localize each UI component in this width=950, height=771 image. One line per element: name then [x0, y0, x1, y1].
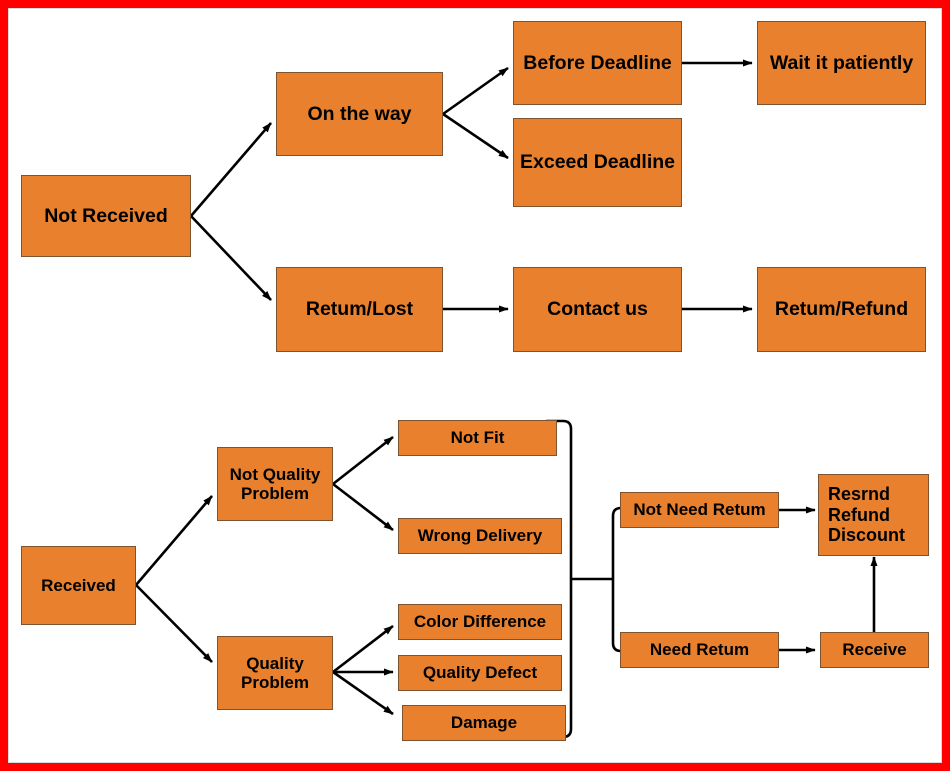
node-resend-line3: Discount: [828, 525, 906, 546]
node-damage[interactable]: Damage: [402, 705, 566, 741]
node-quality-problem-label: Quality Problem: [218, 654, 332, 693]
node-receive[interactable]: Receive: [820, 632, 929, 668]
node-return-lost[interactable]: Retum/Lost: [276, 267, 443, 352]
node-need-return-label: Need Retum: [649, 640, 750, 660]
node-quality-problem[interactable]: Quality Problem: [217, 636, 333, 710]
node-on-the-way-label: On the way: [307, 102, 412, 125]
edge-not-received-to-on-the-way: [190, 122, 272, 217]
node-resend-refund-discount-label: Resrnd Refund Discount: [828, 484, 928, 546]
node-not-received-label: Not Received: [44, 204, 168, 227]
edge-on-the-way-to-exceed-deadline: [442, 112, 509, 160]
node-resend-line1: Resrnd: [828, 484, 891, 505]
node-need-return[interactable]: Need Retum: [620, 632, 779, 668]
node-not-need-return[interactable]: Not Need Retum: [620, 492, 779, 528]
node-contact-us-label: Contact us: [547, 298, 648, 321]
node-not-quality-problem-line1: Not Quality: [229, 464, 321, 484]
node-quality-defect[interactable]: Quality Defect: [398, 655, 562, 691]
node-not-received[interactable]: Not Received: [21, 175, 191, 257]
node-exceed-deadline-label: Exceed Deadline: [520, 151, 675, 174]
node-exceed-deadline[interactable]: Exceed Deadline: [513, 118, 682, 207]
node-received-label: Received: [41, 575, 116, 595]
node-quality-problem-line1: Quality: [246, 653, 304, 673]
node-return-refund-label: Retum/Refund: [774, 298, 909, 321]
edge-not-received-to-return-lost: [190, 215, 272, 301]
node-wrong-delivery[interactable]: Wrong Delivery: [398, 518, 562, 554]
node-not-need-return-label: Not Need Retum: [633, 500, 766, 520]
node-not-quality-problem-line2: Problem: [240, 484, 310, 503]
node-wait-it-patiently-label: Wait it patiently: [769, 51, 914, 74]
node-not-quality-problem[interactable]: Not Quality Problem: [217, 447, 333, 521]
node-before-deadline-label: Before Deadline: [523, 51, 672, 74]
node-quality-defect-label: Quality Defect: [422, 663, 538, 683]
node-received[interactable]: Received: [21, 546, 136, 625]
node-contact-us[interactable]: Contact us: [513, 267, 682, 352]
node-before-deadline[interactable]: Before Deadline: [513, 21, 682, 105]
node-on-the-way[interactable]: On the way: [276, 72, 443, 156]
node-damage-label: Damage: [450, 713, 518, 733]
node-not-fit[interactable]: Not Fit: [398, 420, 557, 456]
node-receive-label: Receive: [842, 640, 907, 660]
edge-received-to-quality-problem: [135, 584, 213, 663]
node-resend-line2: Refund: [828, 504, 890, 525]
node-return-refund[interactable]: Retum/Refund: [757, 267, 926, 352]
edge-on-the-way-to-before-deadline: [442, 66, 509, 116]
node-quality-problem-line2: Problem: [240, 673, 310, 692]
bracket-return-split: [611, 506, 654, 653]
node-wait-it-patiently[interactable]: Wait it patiently: [757, 21, 926, 105]
edge-quality-to-damage: [332, 670, 394, 716]
edge-not-quality-to-not-fit: [332, 435, 394, 486]
node-not-quality-problem-label: Not Quality Problem: [218, 465, 332, 504]
node-color-difference-label: Color Difference: [413, 612, 547, 632]
node-return-lost-label: Retum/Lost: [305, 298, 414, 321]
edge-not-quality-to-wrong-delivery: [332, 482, 394, 532]
edge-quality-to-color-difference: [332, 624, 394, 674]
node-resend-refund-discount[interactable]: Resrnd Refund Discount: [818, 474, 929, 556]
node-wrong-delivery-label: Wrong Delivery: [417, 526, 543, 546]
node-not-fit-label: Not Fit: [450, 428, 505, 448]
edge-received-to-not-quality-problem: [135, 495, 213, 586]
node-color-difference[interactable]: Color Difference: [398, 604, 562, 640]
